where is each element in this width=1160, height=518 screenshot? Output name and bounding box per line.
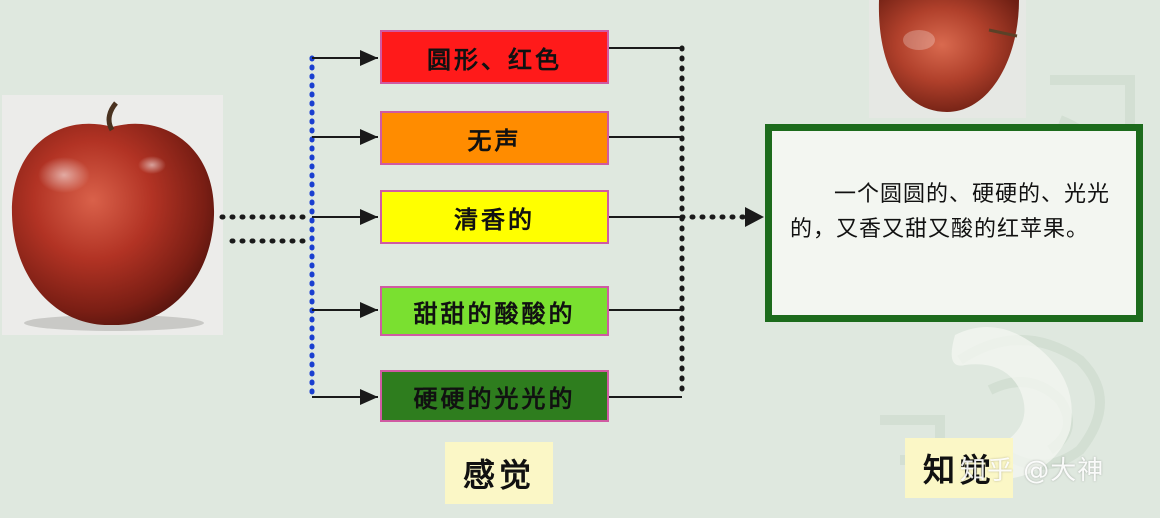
apple-image (11, 101, 215, 331)
sense-label: 甜甜的酸酸的 (413, 298, 576, 328)
sense-label: 清香的 (454, 204, 535, 234)
sense-box-sound: 无声 (380, 111, 609, 165)
apple-photo-left (2, 95, 223, 335)
sense-label: 硬硬的光光的 (413, 383, 576, 413)
arrowhead-to-perception (745, 207, 764, 227)
sense-box-touch: 硬硬的光光的 (380, 370, 609, 422)
apple-image-partial (878, 0, 1019, 112)
sense-box-smell: 清香的 (380, 190, 609, 244)
caption-perception: 知觉 (905, 438, 1013, 498)
sense-label: 无声 (467, 125, 522, 155)
sense-box-taste: 甜甜的酸酸的 (380, 286, 609, 336)
perception-text: 一个圆圆的、硬硬的、光光的，又香又甜又酸的红苹果。 (790, 182, 1111, 242)
perception-box: 一个圆圆的、硬硬的、光光的，又香又甜又酸的红苹果。 (765, 124, 1143, 322)
watermark: 知乎 @大神 (960, 456, 1105, 486)
caption-sensation: 感觉 (445, 442, 553, 504)
sense-label: 圆形、红色 (427, 44, 562, 74)
sense-box-shape-color: 圆形、红色 (380, 30, 609, 84)
apple-photo-right (869, 0, 1026, 118)
